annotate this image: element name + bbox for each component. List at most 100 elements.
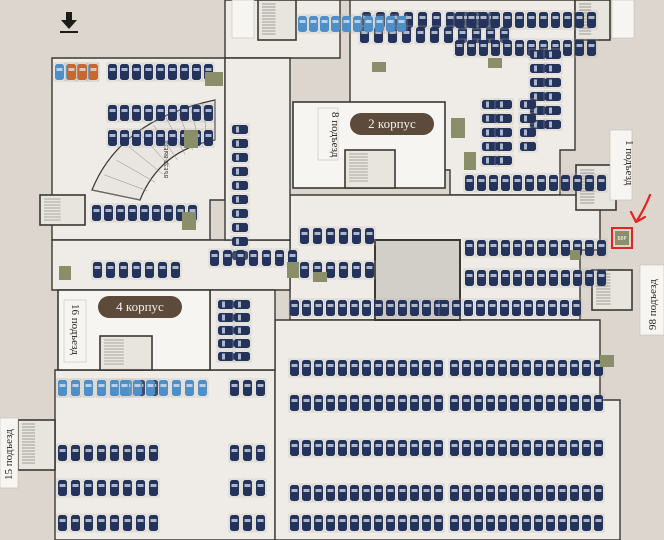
parking-spot: [228, 443, 241, 463]
car-icon: [525, 175, 534, 191]
car-icon: [510, 485, 519, 501]
parking-spot: [513, 10, 526, 30]
parking-spot: [384, 358, 397, 378]
parking-spot: [498, 298, 511, 318]
car-icon: [353, 16, 362, 32]
car-icon: [474, 515, 483, 531]
car-icon: [482, 156, 498, 165]
car-icon: [563, 40, 572, 56]
parking-spot: [95, 513, 108, 533]
parking-spot: [108, 378, 121, 398]
parking-spot: [592, 483, 605, 503]
car-icon: [120, 105, 129, 121]
parking-spot: [190, 103, 203, 123]
car-icon: [290, 395, 299, 411]
car-icon: [290, 515, 299, 531]
parking-spot: [254, 378, 267, 398]
storage-room: [287, 262, 299, 278]
car-icon: [290, 360, 299, 376]
parking-spot: [372, 513, 385, 533]
parking-spot: [362, 14, 375, 34]
car-icon: [422, 395, 431, 411]
car-icon: [210, 250, 219, 266]
car-icon: [444, 27, 453, 43]
parking-spot: [216, 311, 236, 324]
parking-spot: [154, 62, 167, 82]
car-icon: [563, 12, 572, 28]
parking-spot: [465, 10, 478, 30]
parking-spot: [384, 14, 397, 34]
car-icon: [365, 228, 374, 244]
car-icon: [536, 300, 545, 316]
car-icon: [256, 480, 265, 496]
parking-spot: [312, 513, 325, 533]
parking-spot: [408, 298, 421, 318]
car-icon: [374, 485, 383, 501]
car-icon: [500, 300, 509, 316]
car-icon: [243, 380, 252, 396]
parking-spot: [494, 154, 514, 167]
entrance-top-tab: [231, 0, 255, 39]
parking-spot: [428, 25, 441, 45]
car-icon: [486, 440, 495, 456]
car-icon: [97, 480, 106, 496]
parking-spot: [216, 337, 236, 350]
car-icon: [450, 360, 459, 376]
parking-spot: [336, 393, 349, 413]
parking-spot: [324, 298, 337, 318]
car-icon: [218, 352, 234, 361]
parking-spot: [69, 443, 82, 463]
parking-spot: [372, 483, 385, 503]
parking-spot: [138, 203, 151, 223]
parking-spot: [166, 128, 179, 148]
parking-spot: [528, 48, 548, 61]
parking-spot: [544, 438, 557, 458]
building-2-label: 2 корпус: [368, 116, 416, 131]
parking-spot: [511, 173, 524, 193]
parking-spot: [121, 443, 134, 463]
car-icon: [525, 240, 534, 256]
car-icon: [58, 380, 67, 396]
car-icon: [123, 515, 132, 531]
car-icon: [218, 326, 234, 335]
car-icon: [342, 16, 351, 32]
parking-spot: [396, 393, 409, 413]
car-icon: [172, 380, 181, 396]
parking-spot: [106, 103, 119, 123]
car-icon: [302, 485, 311, 501]
car-icon: [546, 395, 555, 411]
car-icon: [546, 515, 555, 531]
parking-spot: [311, 226, 324, 246]
car-icon: [573, 175, 582, 191]
car-icon: [465, 270, 474, 286]
parking-spot: [484, 513, 497, 533]
car-icon: [55, 64, 64, 80]
parking-spot: [537, 10, 550, 30]
parking-spot: [408, 483, 421, 503]
parking-spot: [312, 483, 325, 503]
car-icon: [313, 228, 322, 244]
car-icon: [570, 440, 579, 456]
car-icon: [156, 130, 165, 146]
car-icon: [434, 395, 443, 411]
parking-spot: [420, 358, 433, 378]
parking-spot: [583, 268, 596, 288]
parking-spot: [408, 358, 421, 378]
car-icon: [159, 380, 168, 396]
parking-spot: [496, 438, 509, 458]
parking-spot: [501, 38, 514, 58]
car-icon: [474, 395, 483, 411]
parking-spot: [104, 260, 117, 280]
car-icon: [534, 515, 543, 531]
parking-spot: [414, 25, 427, 45]
car-icon: [534, 485, 543, 501]
car-icon: [575, 12, 584, 28]
parking-spot: [336, 483, 349, 503]
parking-spot: [494, 98, 514, 111]
parking-spot: [484, 438, 497, 458]
parking-spot: [114, 203, 127, 223]
car-icon: [594, 485, 603, 501]
parking-spot: [288, 483, 301, 503]
parking-spot: [583, 173, 596, 193]
car-icon: [479, 40, 488, 56]
